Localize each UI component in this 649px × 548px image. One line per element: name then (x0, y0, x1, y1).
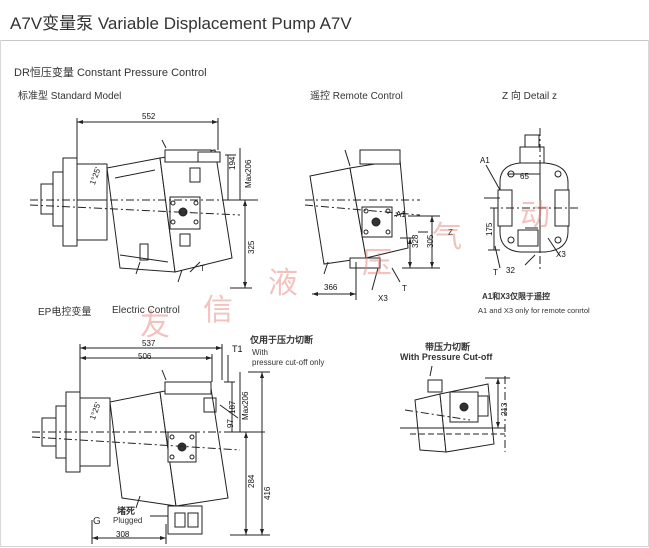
remote-note-cn: A1和X3仅限于遥控 (482, 292, 551, 301)
dr-section-title: DR恒压变量 Constant Pressure Control (14, 67, 207, 79)
watermark-char-5: 气 (432, 220, 462, 255)
page-header: A7V变量泵 Variable Displacement Pump A7V (0, 0, 649, 41)
remote-note-en: A1 and X3 only for remote conrtol (478, 306, 590, 315)
cutoff-only-en-label-2: pressure cut-off only (252, 358, 325, 367)
port-t-a: T (200, 264, 205, 273)
detail-z-drawing (484, 128, 580, 272)
electric-control-drawing (31, 344, 270, 544)
dim-213: 213 (500, 402, 509, 416)
watermark-char-3: 液 (268, 266, 298, 301)
watermark-char-1: 友 (140, 308, 170, 343)
cutoff-only-en-label-1: With (252, 348, 268, 357)
dim-max206-b: Max206 (241, 391, 250, 420)
port-t1-ep: T1 (232, 344, 243, 354)
dim-537: 537 (142, 339, 156, 348)
dim-187: 187 (228, 400, 237, 414)
watermark-char-2: 信 (203, 293, 233, 328)
cutoff-only-cn-label: 仅用于压力切断 (250, 335, 314, 345)
remote-control-label: 遥控 Remote Control (310, 91, 403, 102)
with-cutoff-cn-label: 带压力切断 (425, 342, 471, 352)
port-x3-remote: X3 (378, 294, 388, 303)
page-title: A7V变量泵 Variable Displacement Pump A7V (10, 14, 352, 33)
with-cutoff-en-label: With Pressure Cut-off (400, 352, 493, 362)
dim-284: 284 (247, 474, 256, 488)
dim-506: 506 (138, 352, 152, 361)
plugged-cn-label: 堵死 (117, 506, 136, 516)
watermark-char-6: 动 (520, 198, 550, 233)
dim-366: 366 (324, 283, 338, 292)
dim-175: 175 (485, 222, 494, 236)
dim-416: 416 (263, 486, 272, 500)
port-t-remote: T (402, 284, 407, 293)
standard-model-drawing (29, 118, 258, 289)
dim-max206-a: Max206 (244, 159, 253, 188)
port-g: G (93, 516, 101, 527)
dim-308: 308 (116, 530, 130, 539)
pressure-cutoff-drawing (400, 365, 510, 453)
electric-control-label: Electric Control (112, 305, 180, 316)
plugged-en-label: Plugged (113, 516, 143, 525)
dim-194: 194 (228, 156, 237, 170)
port-a1-remote: A1 (396, 210, 406, 219)
port-x3-detail: X3 (556, 250, 566, 259)
ep-control-label: EP电控变量 (38, 307, 92, 318)
port-a1-detail: A1 (480, 156, 490, 165)
dimension-arrows (77, 120, 500, 540)
port-t-detail: T (493, 268, 498, 277)
arrow-z: Z (448, 228, 453, 237)
standard-model-label: 标准型 Standard Model (18, 91, 122, 102)
detail-z-label: Z 向 Detail z (502, 91, 558, 102)
watermark-char-4: 压 (362, 246, 392, 281)
dim-552: 552 (142, 112, 156, 121)
dim-325: 325 (247, 240, 256, 254)
dim-32: 32 (506, 266, 515, 275)
dim-65: 65 (520, 172, 529, 181)
remote-control-drawing (304, 149, 440, 300)
dim-97: 97 (226, 419, 235, 428)
dim-328: 328 (411, 234, 420, 248)
